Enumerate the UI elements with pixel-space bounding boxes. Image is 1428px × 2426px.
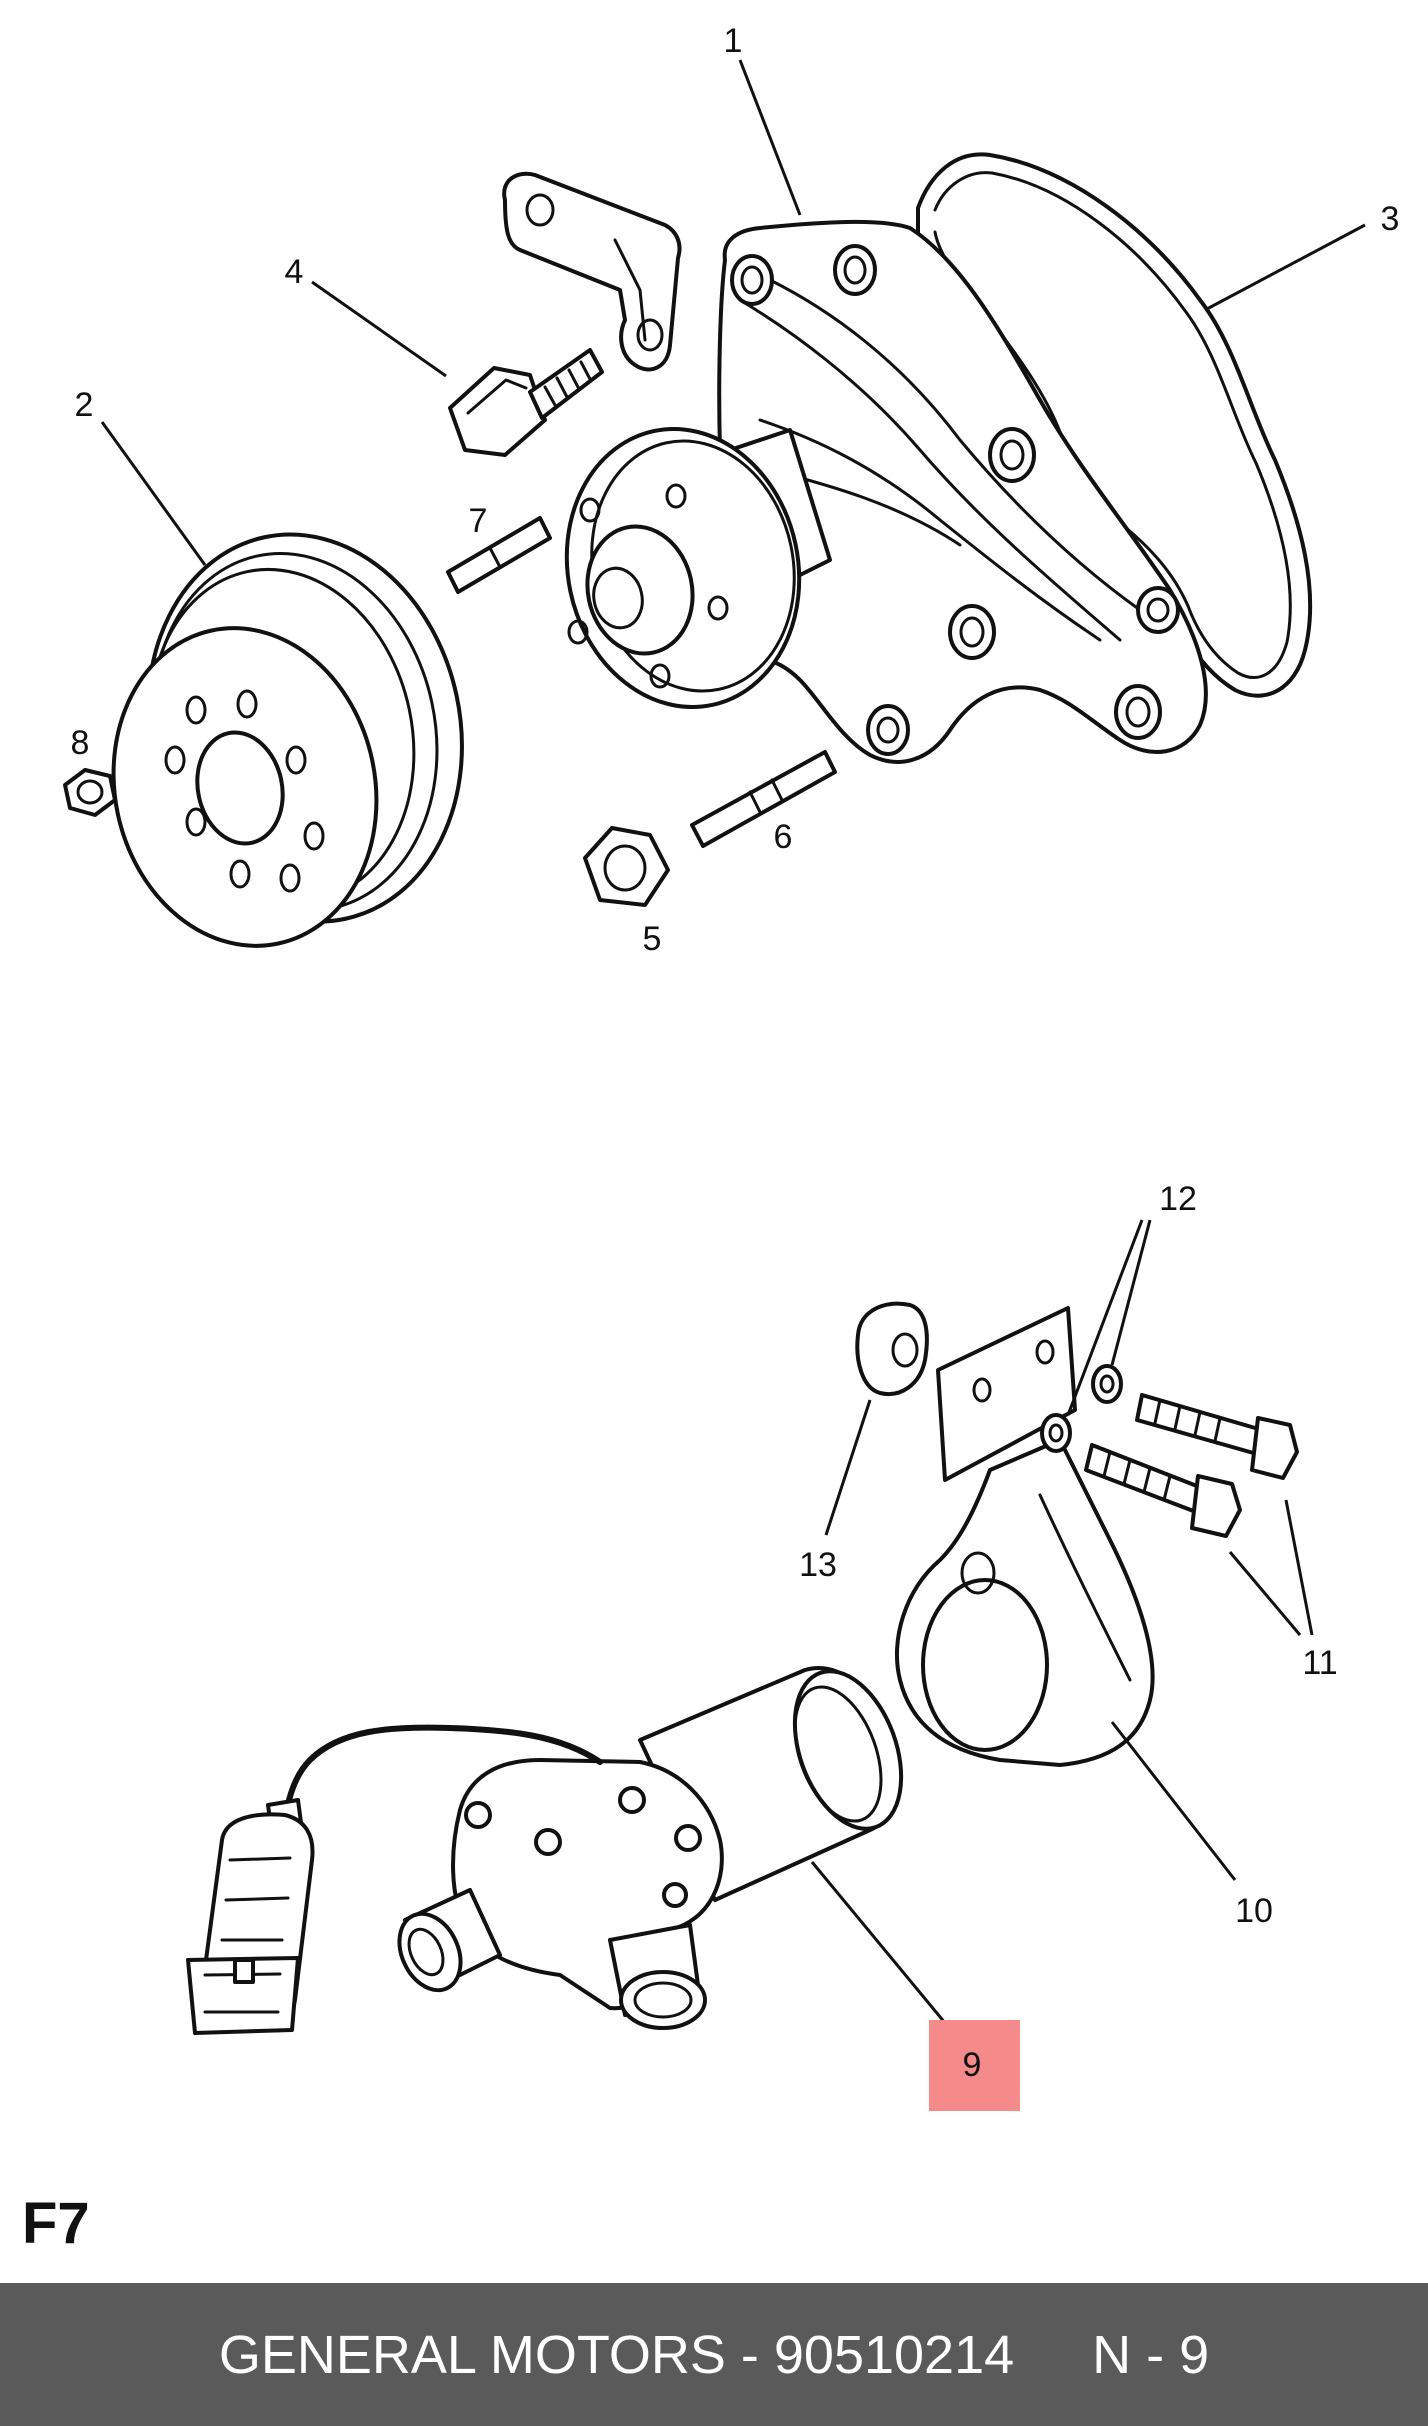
callout-4: 4 [285, 253, 447, 378]
electric-water-pump [397, 1666, 904, 2030]
svg-text:2: 2 [75, 386, 94, 424]
footer-bar: GENERAL MOTORS - 90510214 N - 9 [0, 2283, 1428, 2426]
svg-text:5: 5 [643, 920, 662, 958]
callout-10: 10 [1110, 1721, 1273, 1930]
footer-page-number: N - 9 [1092, 2324, 1210, 2385]
footer-part-number: GENERAL MOTORS - 90510214 [218, 2324, 1015, 2385]
svg-text:12: 12 [1159, 1180, 1197, 1218]
callout-3: 3 [1204, 200, 1400, 312]
callout-2: 2 [75, 386, 207, 566]
svg-text:8: 8 [71, 724, 90, 762]
svg-text:6: 6 [774, 818, 793, 856]
svg-text:7: 7 [469, 502, 488, 540]
callout-6: 6 [774, 818, 793, 856]
callout-12: 12 [1066, 1180, 1197, 1416]
pulley [111, 532, 464, 948]
callout-9: 9 [810, 1861, 1020, 2111]
svg-text:9: 9 [963, 2046, 982, 2084]
water-pump-housing [717, 219, 1208, 764]
section-label: F7 [22, 2191, 90, 2256]
washers [1040, 1364, 1123, 1453]
mounting-bracket [895, 1306, 1155, 1767]
stud-upper [446, 516, 552, 594]
mounting-bolts [1084, 1393, 1299, 1538]
svg-text:1: 1 [724, 22, 743, 60]
callout-8: 8 [71, 724, 90, 762]
bolt [448, 348, 604, 457]
svg-text:4: 4 [285, 253, 304, 291]
callout-5: 5 [643, 920, 662, 958]
wiring-connector [186, 1724, 603, 2035]
pump-flange [564, 426, 832, 710]
hex-nut [583, 826, 670, 907]
callout-1: 1 [724, 22, 802, 216]
small-nut [63, 768, 117, 817]
callout-13: 13 [799, 1399, 872, 1584]
svg-text:13: 13 [799, 1546, 837, 1584]
lifting-bracket [502, 171, 682, 372]
callout-11: 11 [1228, 1499, 1338, 1682]
svg-text:11: 11 [1302, 1644, 1337, 1682]
svg-text:10: 10 [1235, 1892, 1273, 1930]
callout-7: 7 [469, 502, 488, 540]
svg-text:3: 3 [1381, 200, 1400, 238]
stud-lower [690, 750, 837, 848]
rubber-bushing [855, 1301, 929, 1397]
